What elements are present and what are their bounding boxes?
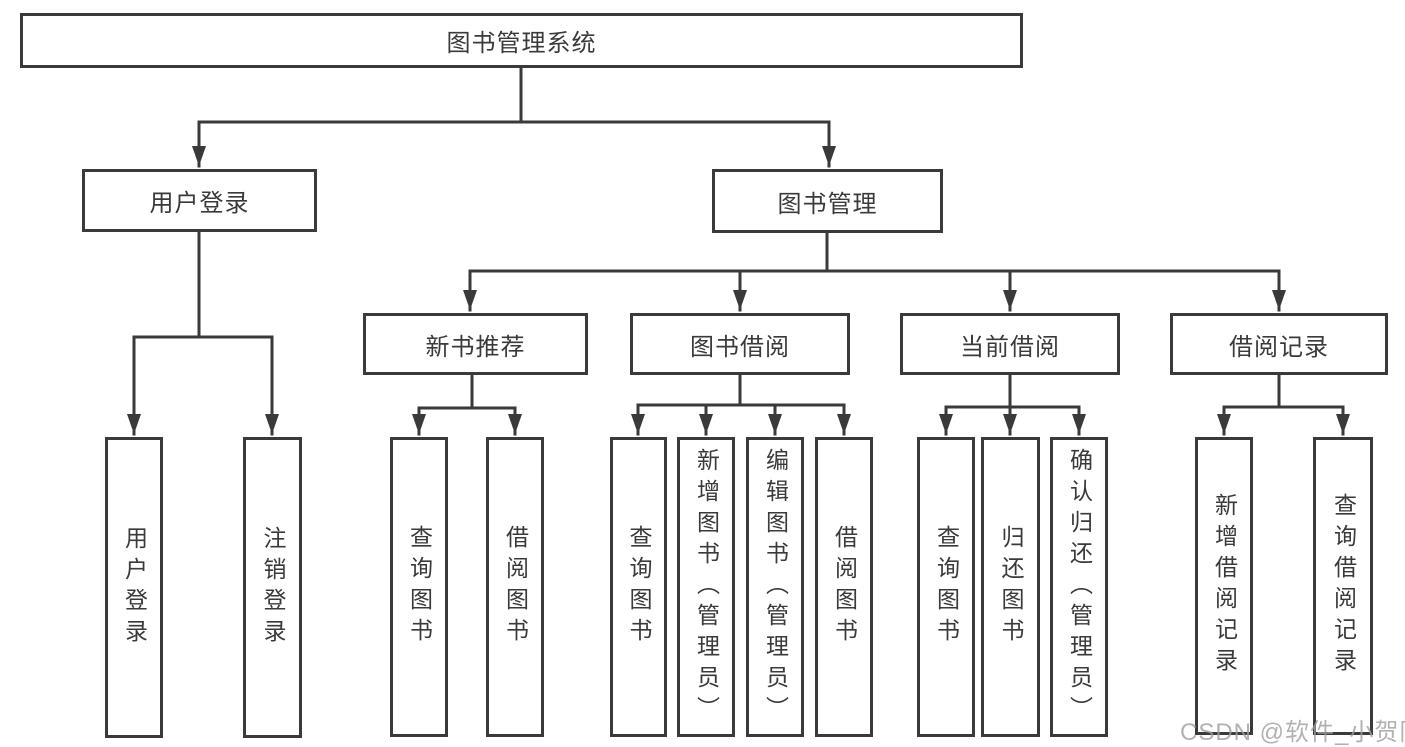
node-book-management: 图书管理 — [712, 169, 943, 233]
node-borrow-records-label: 借阅记录 — [1229, 333, 1329, 361]
node-root-label: 图书管理系统 — [446, 30, 597, 57]
leaf-add-borrow-record-label: 新增借阅记录 — [1211, 493, 1238, 679]
node-user-login-label: 用户登录 — [149, 190, 250, 217]
node-user-login: 用户登录 — [82, 169, 317, 232]
leaf-return-book: 归还图书 — [981, 437, 1040, 737]
leaf-edit-book-admin-label: 编辑图书（管理员） — [762, 447, 789, 727]
leaf-confirm-return-admin: 确认归还（管理员） — [1050, 437, 1108, 737]
node-new-book-recommend-label: 新书推荐 — [425, 333, 526, 361]
leaf-query-borrow-record: 查询借阅记录 — [1313, 437, 1373, 735]
leaf-borrow-books-recommend-label: 借阅图书 — [502, 525, 529, 649]
leaf-query-books-borrow-label: 查询图书 — [626, 525, 652, 649]
leaf-query-books-current-label: 查询图书 — [933, 525, 960, 649]
node-book-borrow: 图书借阅 — [630, 313, 850, 375]
node-borrow-records: 借阅记录 — [1170, 313, 1388, 375]
leaf-add-borrow-record: 新增借阅记录 — [1195, 437, 1253, 735]
node-root: 图书管理系统 — [20, 13, 1023, 68]
leaf-logout: 注销登录 — [243, 437, 302, 738]
node-new-book-recommend: 新书推荐 — [363, 313, 588, 375]
leaf-query-books-borrow: 查询图书 — [610, 437, 667, 737]
watermark: CSDN @软件_小贺同学 — [1180, 719, 1405, 746]
leaf-logout-label: 注销登录 — [260, 525, 286, 650]
leaf-add-book-admin-label: 新增图书（管理员） — [693, 447, 720, 727]
leaf-borrow-books: 借阅图书 — [815, 437, 873, 737]
leaf-query-books-current: 查询图书 — [917, 437, 975, 737]
leaf-user-login: 用户登录 — [105, 437, 163, 738]
leaf-return-book-label: 归还图书 — [998, 525, 1024, 649]
leaf-user-login-label: 用户登录 — [121, 525, 148, 650]
leaf-query-books-recommend: 查询图书 — [390, 437, 448, 737]
leaf-add-book-admin: 新增图书（管理员） — [677, 437, 735, 737]
node-current-borrow: 当前借阅 — [900, 313, 1120, 375]
leaf-borrow-books-recommend: 借阅图书 — [486, 437, 544, 737]
leaf-query-borrow-record-label: 查询借阅记录 — [1330, 493, 1357, 679]
node-book-borrow-label: 图书借阅 — [690, 333, 790, 361]
leaf-confirm-return-admin-label: 确认归还（管理员） — [1066, 447, 1093, 727]
leaf-query-books-recommend-label: 查询图书 — [406, 525, 433, 649]
leaf-borrow-books-label: 借阅图书 — [831, 525, 858, 649]
node-book-management-label: 图书管理 — [777, 190, 878, 218]
leaf-edit-book-admin: 编辑图书（管理员） — [746, 437, 804, 737]
node-current-borrow-label: 当前借阅 — [960, 333, 1060, 361]
